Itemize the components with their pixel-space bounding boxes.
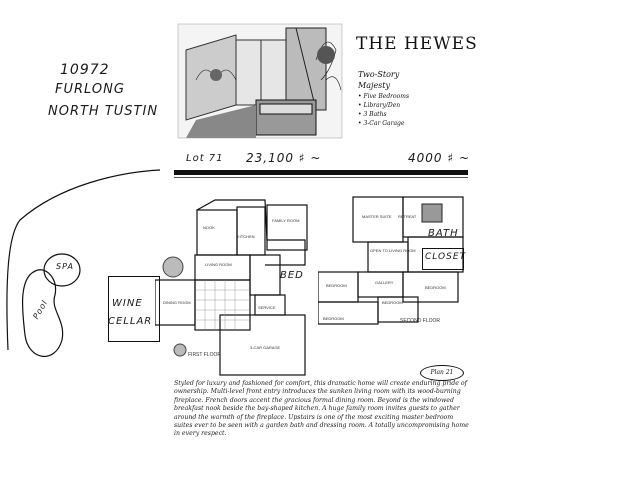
handwritten-house-size: 4000 ♯ ~ [408,151,471,165]
feature-list: • Five Bedrooms • Library/Den • 3 Baths … [358,92,409,128]
room-garage: 3-CAR GARAGE [250,345,281,350]
room-service: SERVICE [258,305,276,310]
handwritten-address-2: FURLONG [55,82,125,97]
wine-cellar-room [108,276,160,342]
description-paragraph: Styled for luxury and fashioned for comf… [174,380,469,438]
handwritten-lot: Lot 71 [186,153,224,164]
lot-sketch [6,169,161,358]
divider-rule [174,170,468,175]
brochure-title: THE HEWES [356,34,478,54]
room-retreat: RETREAT [398,214,417,219]
handwritten-address-1: 10972 [60,62,110,78]
plan-badge: Plan 21 [420,365,464,381]
feature-item: • 3 Baths [358,111,387,118]
handwritten-spa: SPA [56,262,74,271]
handwritten-cellar: CELLAR [108,316,153,327]
feature-item: • 3-Car Garage [358,120,405,127]
room-family: FAMILY ROOM [272,218,300,223]
handwritten-address-3: NORTH TUSTIN [48,104,159,119]
room-dining: DINING ROOM [163,300,191,305]
divider-rule-thin [174,177,468,178]
room-gallery: GALLERY [375,280,394,285]
closet-box [422,248,464,270]
room-bedroom-c: BEDROOM [425,285,446,290]
room-bedroom-a: BEDROOM [326,283,347,288]
second-floor-plan [318,196,464,325]
room-nook: NOOK [203,225,215,230]
handwritten-bath: BATH [428,228,459,239]
interior-sketch-illustration [177,23,343,139]
brochure-subtitle-2: Majesty [358,81,391,90]
feature-item: • Library/Den [358,102,401,109]
handwritten-lot-size: 23,100 ♯ ~ [246,151,322,165]
room-open-living: OPEN TO LIVING ROOM [370,248,416,253]
second-floor-label: SECOND FLOOR [400,318,441,324]
handwritten-closet: CLOSET [425,252,467,262]
room-kitchen: KITCHEN [237,234,255,239]
room-master: MASTER SUITE [362,214,392,219]
room-bedroom-d: BEDROOM [382,300,403,305]
handwritten-wine: WINE [112,298,143,309]
first-floor-label: FIRST FLOOR [188,352,221,358]
feature-item: • Five Bedrooms [358,93,410,100]
brochure-subtitle-1: Two-Story [358,70,400,79]
room-bedroom-b: BEDROOM [323,316,344,321]
handwritten-bed: BED [280,270,304,281]
first-floor-plan [155,199,308,376]
room-living: LIVING ROOM [205,262,232,267]
